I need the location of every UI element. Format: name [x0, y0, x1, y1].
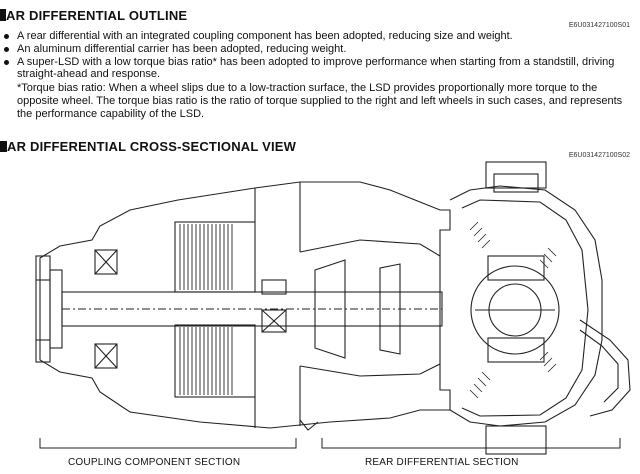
bullet-dot	[4, 59, 9, 65]
differential-cross-section-drawing	[35, 161, 631, 455]
heading-marker	[0, 141, 7, 152]
cross-section-title: AR DIFFERENTIAL CROSS-SECTIONAL VIEW	[7, 139, 297, 154]
outline-title: AR DIFFERENTIAL OUTLINE	[6, 8, 188, 23]
coupling-section-caption: COUPLING COMPONENT SECTION	[68, 457, 241, 468]
bullet-item: A super-LSD with a low torque bias ratio…	[2, 56, 628, 82]
torque-bias-note: *Torque bias ratio: When a wheel slips d…	[17, 82, 623, 120]
bullet-dot	[4, 34, 9, 39]
rear-differential-section-caption: REAR DIFFERENTIAL SECTION	[365, 457, 519, 468]
outline-heading: AR DIFFERENTIAL OUTLINE	[0, 8, 187, 23]
cross-section-code: E6U031427100S02	[568, 152, 630, 159]
bullet-dot	[4, 46, 9, 52]
cross-section-heading: AR DIFFERENTIAL CROSS-SECTIONAL VIEW	[0, 139, 296, 154]
bullet-item: A rear differential with an integrated c…	[2, 30, 628, 43]
heading-marker	[0, 9, 6, 21]
outline-bullet-list: A rear differential with an integrated c…	[2, 30, 628, 81]
bullet-item: An aluminum differential carrier has bee…	[2, 43, 628, 56]
outline-code: E6U031427100S01	[568, 22, 630, 29]
